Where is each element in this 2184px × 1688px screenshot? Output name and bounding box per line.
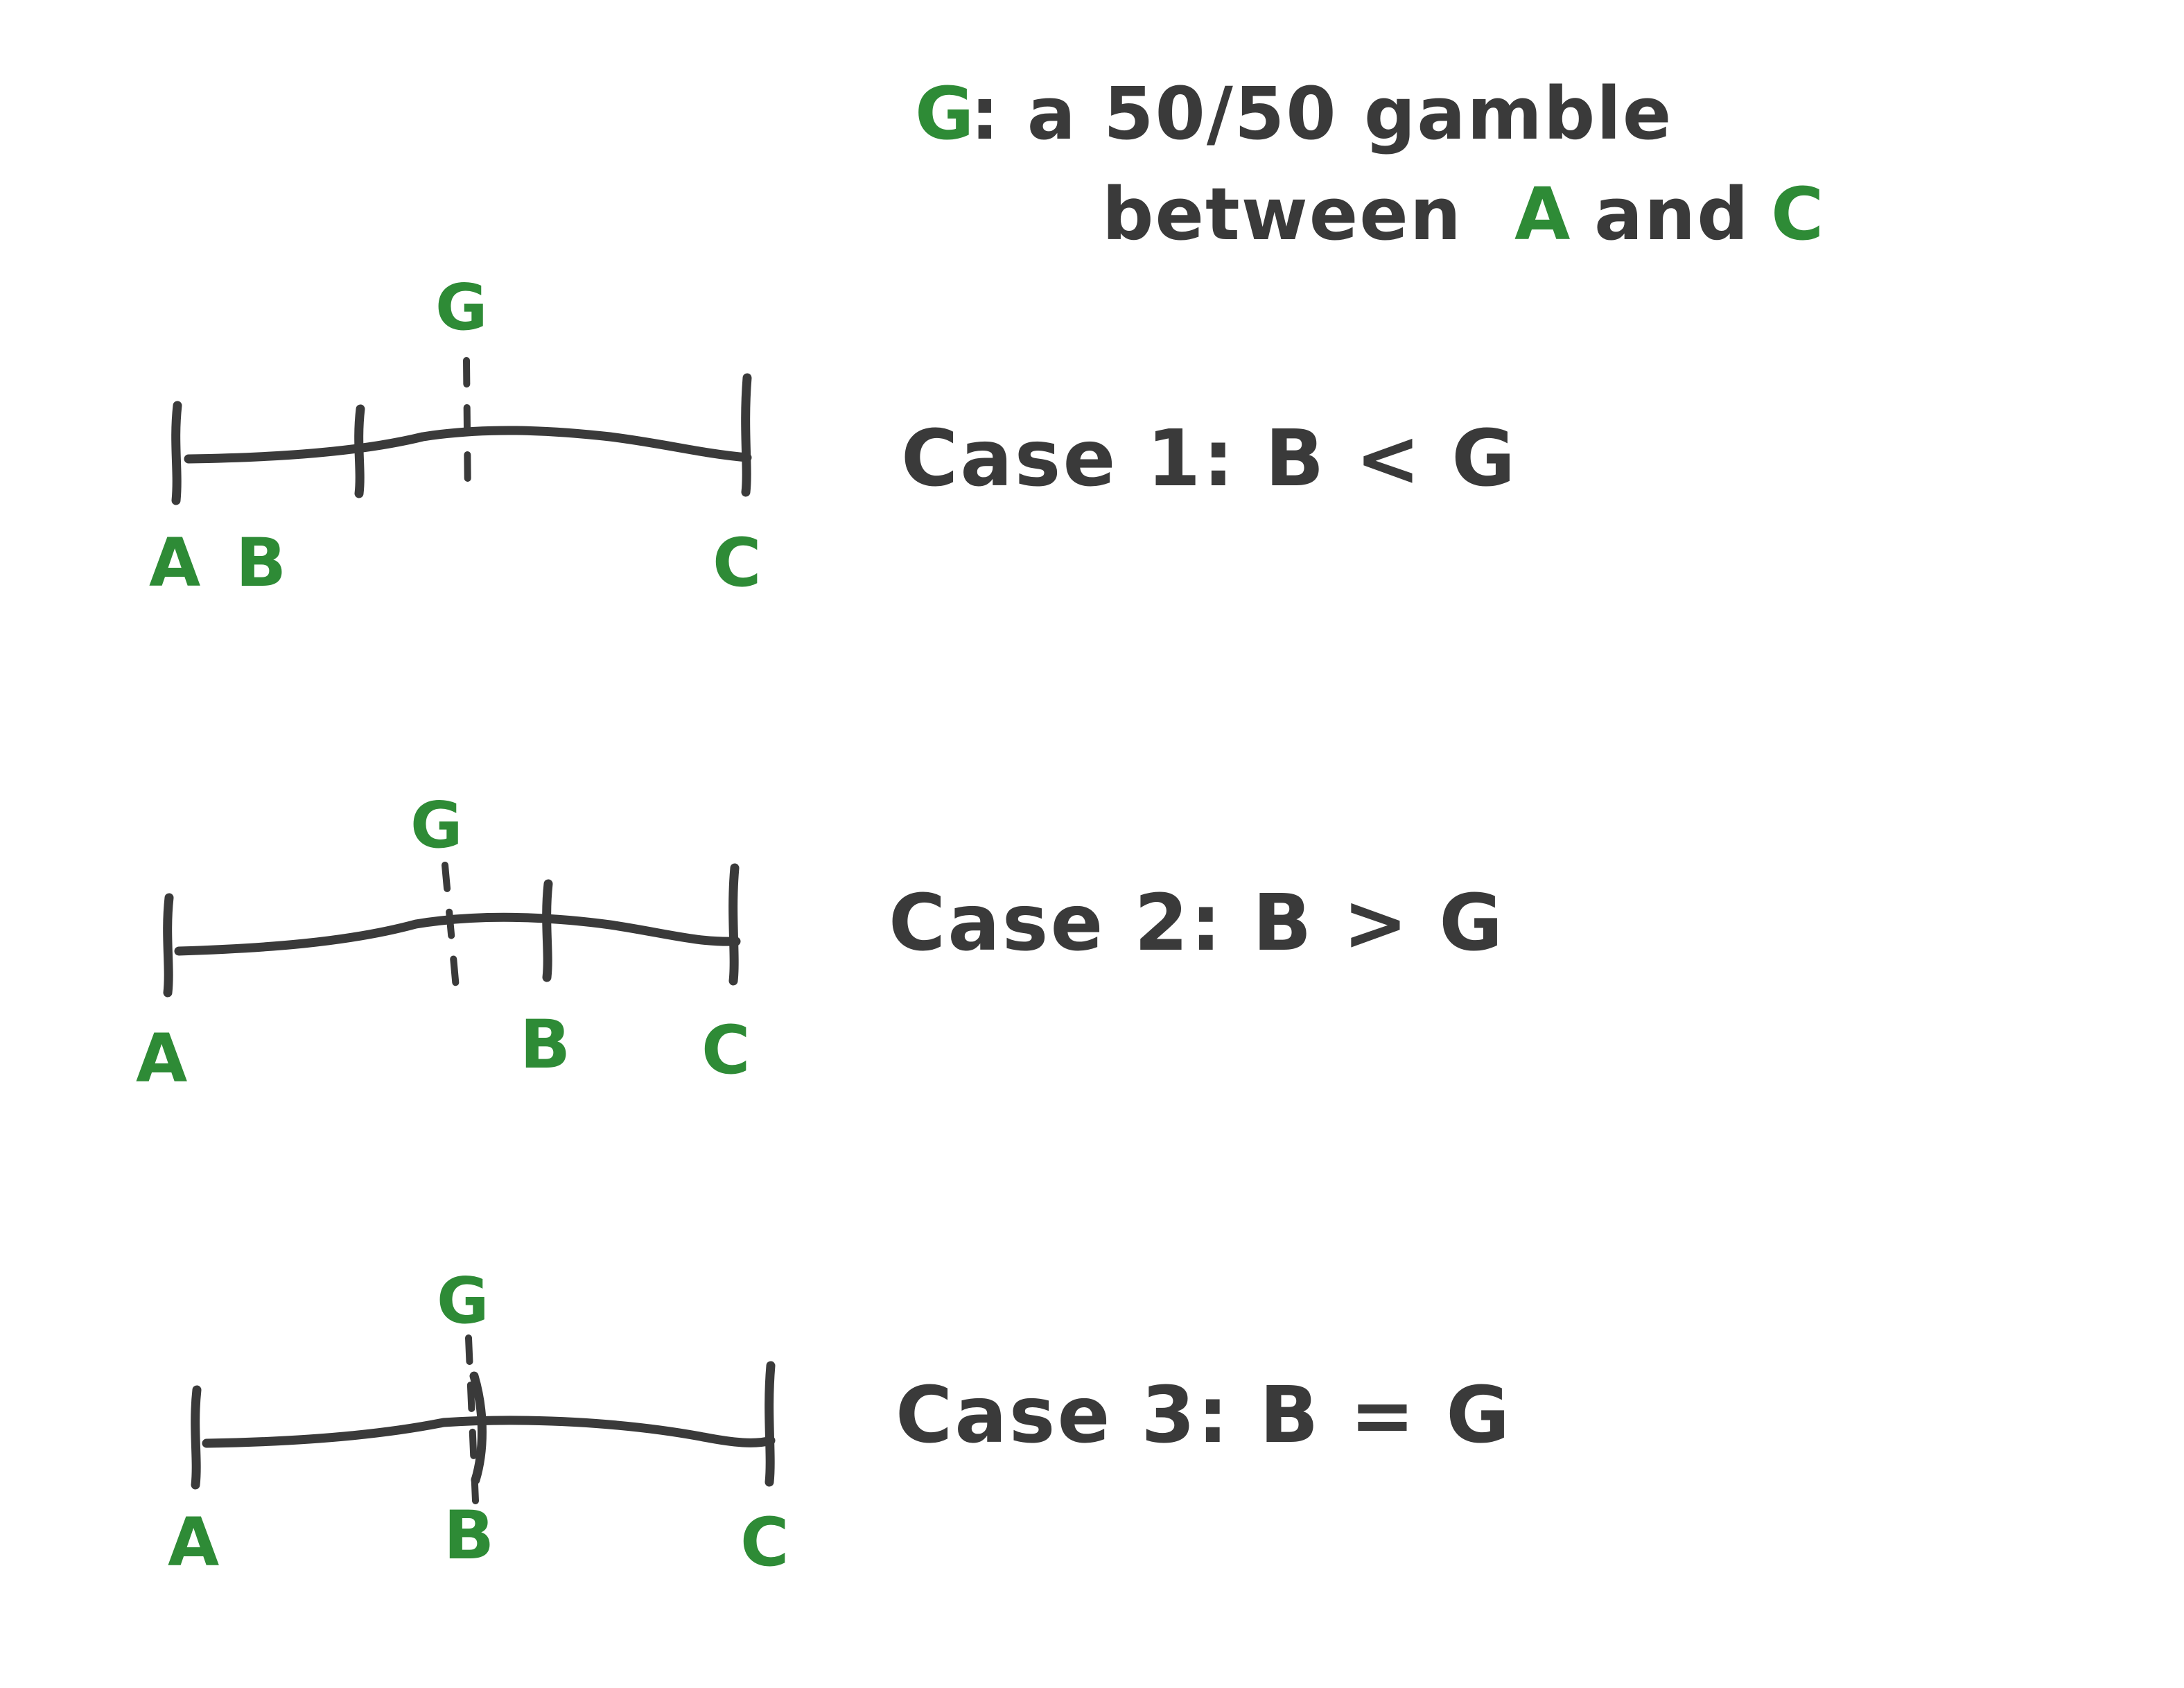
header-line1-rest: : a 50/50 gamble [970, 71, 1672, 156]
header-line2-between: between [1102, 172, 1462, 256]
case-3-label-c: C [740, 1504, 789, 1581]
case-3-label-b: B [444, 1497, 494, 1574]
case-2-tick-a [163, 893, 174, 998]
case-1-label-b: B [236, 524, 286, 602]
case-3-number-line [202, 1416, 776, 1448]
header-line2-a: A [1514, 172, 1572, 256]
case-3-tick-b [469, 1371, 487, 1485]
header-line2-and: and [1594, 172, 1750, 256]
case-2-label-b: B [520, 1006, 570, 1084]
header-g-symbol: G [915, 71, 975, 156]
header-line2-c: C [1771, 172, 1825, 256]
case-1-tick-c [741, 373, 752, 497]
case-1-caption: Case 1: B < G [901, 414, 1517, 504]
case-2-label-g: G [410, 788, 463, 862]
case-1-tick-b [354, 404, 365, 498]
case-1-label-a: A [149, 524, 200, 602]
case-2-tick-c [728, 863, 740, 986]
case-1-tick-a [171, 401, 182, 505]
case-2-gamble-dashed-line [442, 862, 460, 991]
case-3-tick-c [765, 1361, 776, 1487]
case-2-tick-b [542, 879, 553, 982]
case-3-label-a: A [168, 1504, 219, 1581]
case-1-label-g: G [435, 270, 488, 345]
case-2-label-a: A [136, 1020, 187, 1097]
case-1-number-line [184, 426, 752, 464]
case-3-label-g: G [437, 1264, 489, 1338]
case-2-caption: Case 2: B > G [889, 878, 1505, 968]
case-1-gamble-dashed-line [463, 357, 471, 504]
case-1-label-c: C [713, 524, 761, 602]
case-3-tick-a [191, 1385, 202, 1490]
case-2-label-c: C [701, 1011, 750, 1089]
case-2-number-line [174, 912, 741, 956]
case-3-caption: Case 3: B = G [896, 1371, 1512, 1461]
